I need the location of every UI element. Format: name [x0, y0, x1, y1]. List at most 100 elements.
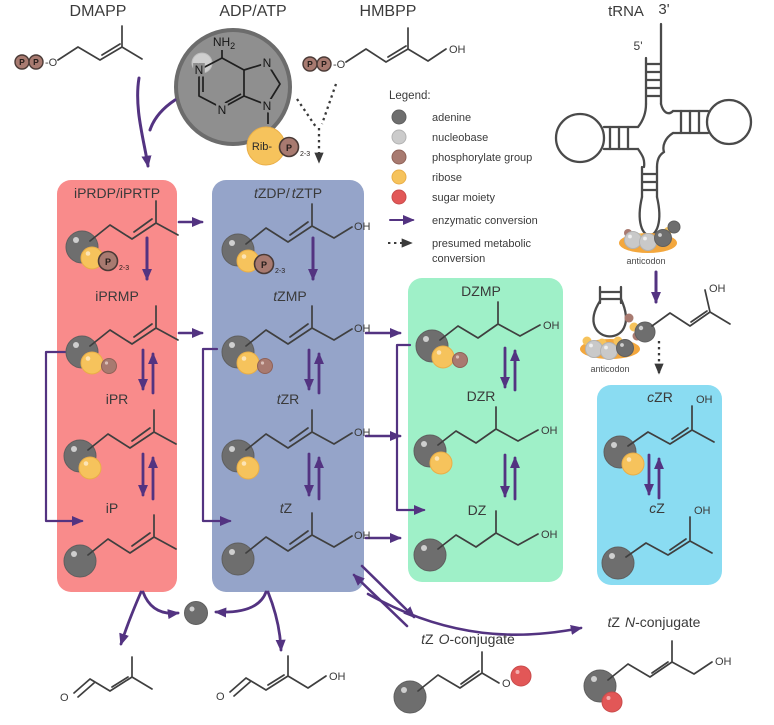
n-atom-label: N [263, 99, 272, 113]
legend-item-phosphorylate: phosphorylate group [432, 152, 532, 164]
tz-column-box [212, 180, 364, 592]
node-tzdp-tztp: tZDP/tZTP [254, 185, 322, 201]
node-ipr: iPR [106, 391, 129, 407]
aldehyde-product-2: O OH [216, 655, 346, 703]
oh-label: OH [694, 505, 711, 517]
dashed-arrow-hmbpp-branch [320, 83, 338, 125]
label-dmapp: DMAPP [70, 3, 127, 20]
legend-item-sugar: sugar moiety [432, 192, 495, 204]
node-cz: cZ [649, 500, 665, 516]
label-hmbpp: HMBPP [360, 3, 417, 20]
molecule-tzr: OH [221, 409, 371, 480]
trna-left-loop [554, 112, 606, 164]
molecule-dzmp: OH [415, 301, 560, 369]
p-subscript: 2-3 [300, 151, 310, 158]
arrow-ip-to-aldehyde [119, 590, 143, 646]
o-label: O [216, 691, 225, 703]
molecule-czr: OH [603, 394, 715, 476]
legend-swatch-adenine [391, 109, 407, 125]
legend-item-adenine: adenine [432, 112, 471, 124]
p-subscript: 2-3 [275, 268, 285, 275]
oh-label: OH [354, 221, 371, 233]
molecule-tz-o-conjugate: O [393, 651, 532, 714]
molecule-tz-n-conjugate: OH [583, 640, 732, 713]
arrow-tz-to-adenine [214, 590, 268, 618]
oh-label: OH [449, 44, 466, 56]
arrow-ip-to-adenine [141, 590, 180, 620]
aldehyde-product-1: O [60, 656, 153, 704]
arrow-dmapp-to-iprdp [136, 76, 152, 168]
arrow-tzmp-to-tz-bypass [201, 347, 232, 527]
legend-swatch-phosphorylate [391, 149, 407, 165]
n-atom-label: N [263, 56, 272, 70]
oh-label: OH [541, 425, 558, 437]
dashed-arrow-adp-branch [296, 98, 317, 128]
legend-item-enzymatic: enzymatic conversion [432, 215, 538, 227]
dz-column-box [408, 278, 563, 582]
legend-item-presumed-line2: conversion [432, 253, 485, 265]
legend-item-ribose: ribose [432, 172, 462, 184]
oh-label: OH [541, 529, 558, 541]
trna-cloverleaf: tRNA 3' 5' anticodon [554, 1, 753, 266]
legend: Legend: adenine nucleobase phosphorylate… [388, 90, 538, 265]
anticodon-label: anticodon [590, 364, 629, 374]
label-adp-atp: ADP/ATP [219, 3, 286, 20]
oh-label: OH [354, 530, 371, 542]
arrow-dzmp-to-dz-bypass [395, 343, 426, 516]
dmapp-molecule: P P -O [14, 25, 143, 70]
molecule-dz: OH [413, 510, 558, 572]
p-label: P [321, 59, 327, 69]
five-prime-label: 5' [634, 39, 643, 53]
trna-label: tRNA [608, 3, 644, 20]
node-tz: tZ [280, 500, 293, 516]
node-iprdp-ipr-tp: iPRDP/iPRTP [74, 185, 160, 201]
p-label: P [307, 59, 313, 69]
node-dz: DZ [468, 502, 487, 518]
o-link-label: -O [45, 57, 58, 69]
trna-anticodon-loop [638, 195, 661, 237]
legend-swatch-ribose [391, 169, 407, 185]
arrow-adp-branch [148, 98, 177, 132]
anticodon-label: anticodon [626, 256, 665, 266]
arrow-tz-to-nconjugate [366, 592, 583, 636]
node-ip: iP [106, 500, 118, 516]
legend-item-nucleobase: nucleobase [432, 132, 488, 144]
oh-label: OH [354, 323, 371, 335]
o-label: O [502, 678, 511, 690]
p-label: P [286, 143, 292, 153]
arrow-tz-to-oconjugate [360, 564, 416, 619]
p-subscript: 2-3 [119, 265, 129, 272]
arrow-tz-to-aldehyde [266, 590, 286, 652]
node-tzmp: tZMP [273, 288, 306, 304]
arrow-iprmp-to-ip-bypass [44, 350, 84, 527]
p-label: P [33, 57, 39, 67]
three-prime-label: 3' [658, 1, 669, 18]
legend-title: Legend: [389, 90, 431, 102]
p-label: P [19, 57, 25, 67]
oh-label: OH [709, 283, 726, 295]
o-link-label: -O [333, 59, 346, 71]
molecule-tzmp: OH [221, 305, 371, 375]
legend-item-presumed: presumed metabolic [432, 238, 532, 250]
p-label: P [261, 260, 267, 270]
oh-label: OH [696, 394, 713, 406]
node-iprmp: iPRMP [95, 288, 139, 304]
molecule-tz: OH [221, 512, 371, 576]
fragment-loop [592, 297, 628, 338]
node-tzr: tZR [277, 391, 300, 407]
node-dzmp: DZMP [461, 283, 501, 299]
nh2-label: NH2 [213, 35, 235, 51]
oh-label: OH [543, 320, 560, 332]
legend-swatch-nucleobase [391, 129, 407, 145]
p-label: P [105, 257, 111, 267]
rib-label: Rib- [252, 141, 273, 153]
molecule-iprdp: P 2-3 [65, 200, 179, 272]
node-czr: cZR [647, 389, 673, 405]
molecule-tzdp: P 2-3 OH [221, 203, 371, 275]
anticodon-fragment: anticodon OH [580, 283, 731, 374]
oh-label: OH [354, 427, 371, 439]
